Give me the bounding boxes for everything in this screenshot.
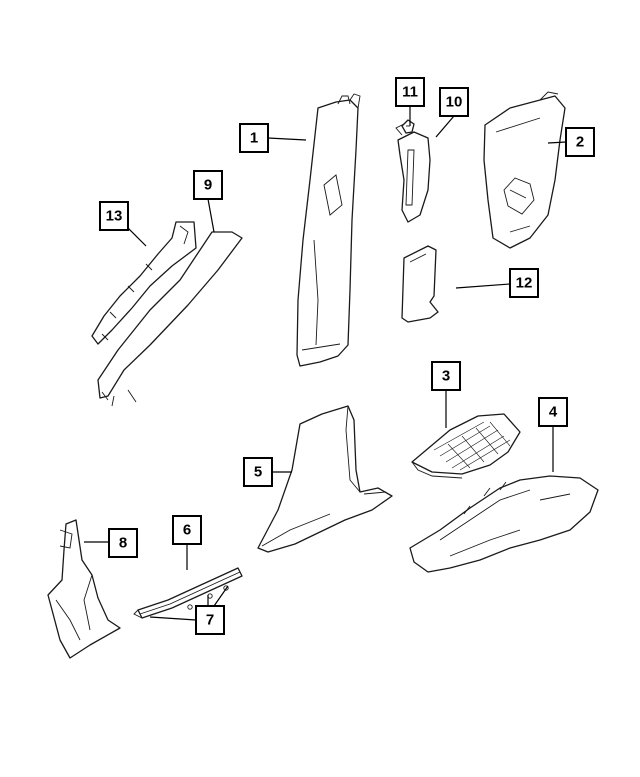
callout-10: 10 (439, 87, 469, 117)
part-3-sill-plate (411, 413, 521, 479)
part-6-sill-strip (133, 567, 243, 619)
part-4-floor-trim (409, 475, 599, 573)
svg-text:13: 13 (106, 208, 123, 225)
part-9-a-pillar-trim (97, 231, 243, 407)
svg-text:5: 5 (254, 464, 262, 481)
leader-lines (84, 106, 567, 621)
part-2-quarter-panel (483, 91, 566, 249)
part-10-grab-handle (395, 123, 431, 223)
callout-1: 1 (239, 123, 269, 153)
callout-5: 5 (243, 457, 273, 487)
svg-text:6: 6 (183, 522, 191, 539)
part-5-lower-pillar-trim (257, 405, 393, 553)
callout-4: 4 (538, 397, 568, 427)
callout-11: 11 (395, 77, 425, 107)
callout-3: 3 (431, 361, 461, 391)
callout-7: 7 (195, 605, 225, 635)
part-12-small-panel (401, 245, 439, 323)
part-1-pillar-trim (296, 93, 361, 367)
callout-9: 9 (193, 170, 223, 200)
callout-8: 8 (108, 528, 138, 558)
svg-text:12: 12 (516, 275, 533, 292)
callout-12: 12 (509, 268, 539, 298)
svg-text:9: 9 (204, 177, 212, 194)
svg-text:7: 7 (206, 612, 214, 629)
svg-text:2: 2 (576, 134, 584, 151)
part-11-clip (401, 119, 415, 134)
svg-text:4: 4 (549, 404, 558, 421)
callout-2: 2 (565, 127, 595, 157)
callout-6: 6 (172, 515, 202, 545)
svg-text:3: 3 (442, 368, 450, 385)
part-8-cowl-trim (47, 519, 121, 659)
part-13-bracket (91, 221, 197, 345)
callout-13: 13 (99, 201, 129, 231)
svg-text:11: 11 (402, 84, 418, 101)
svg-text:8: 8 (119, 535, 127, 552)
svg-text:10: 10 (446, 94, 463, 111)
svg-text:1: 1 (250, 130, 258, 147)
